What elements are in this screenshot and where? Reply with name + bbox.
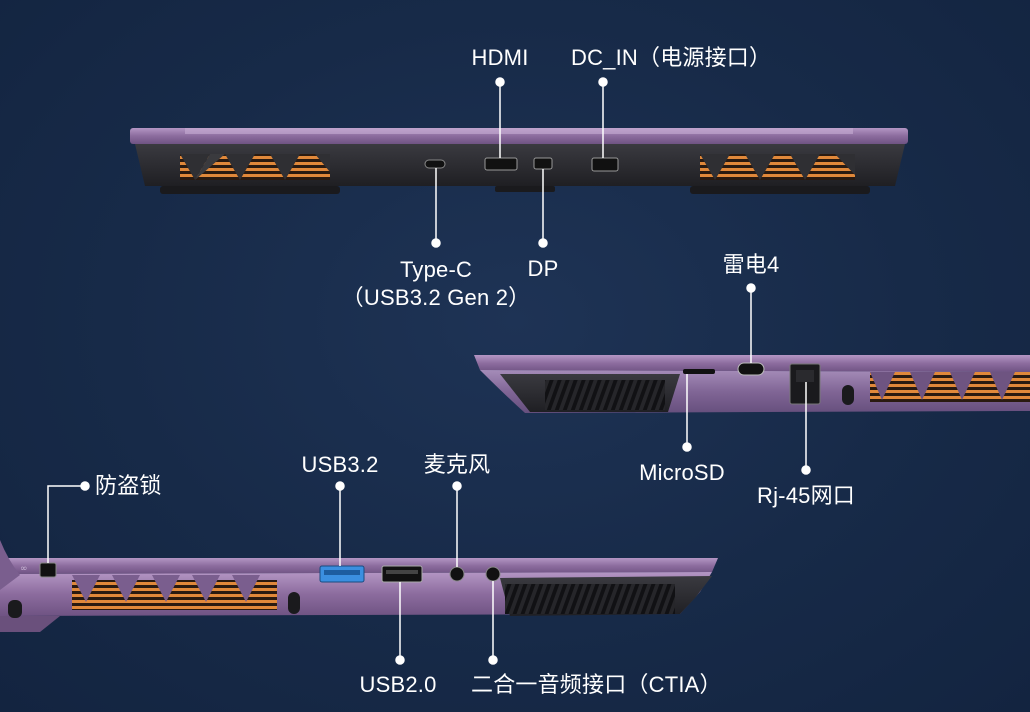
lock-label: 防盗锁 <box>95 473 162 498</box>
hdmi-label: HDMI <box>471 45 529 70</box>
microsd-slot <box>683 369 715 374</box>
lock-slot <box>39 562 57 578</box>
rear-left-vent <box>180 154 330 180</box>
mic-label: 麦克风 <box>423 452 491 477</box>
dp-port <box>533 157 553 170</box>
right-slots <box>545 380 665 410</box>
rear-view-laptop <box>130 77 908 248</box>
audio-label: 二合一音频接口（CTIA） <box>471 672 722 697</box>
dp-label: DP <box>527 256 559 281</box>
usb32-label: USB3.2 <box>301 452 379 477</box>
rj45-label: Rj-45网口 <box>757 483 855 508</box>
hdmi-port <box>484 157 518 171</box>
left-side-laptop: ∞ <box>0 481 718 665</box>
left-callouts <box>47 481 498 665</box>
dc-in-label: DC_IN（电源接口） <box>571 45 772 70</box>
thunderbolt-label: 雷电4 <box>722 252 780 277</box>
usb20-label: USB2.0 <box>359 672 437 697</box>
mic-jack <box>449 566 465 582</box>
dc-in-port <box>591 157 619 172</box>
audio-jack <box>485 566 501 582</box>
rear-right-vent <box>700 154 855 180</box>
left-slots <box>505 584 675 614</box>
svg-text:∞: ∞ <box>20 564 28 574</box>
thunderbolt-port <box>737 362 765 376</box>
rear-callouts <box>431 77 608 248</box>
type-c-label: Type-C （USB3.2 Gen 2） <box>341 257 531 310</box>
right-callouts <box>682 283 811 475</box>
right-side-laptop <box>474 283 1030 475</box>
type-c-port <box>424 159 446 169</box>
microsd-label: MicroSD <box>639 460 725 485</box>
